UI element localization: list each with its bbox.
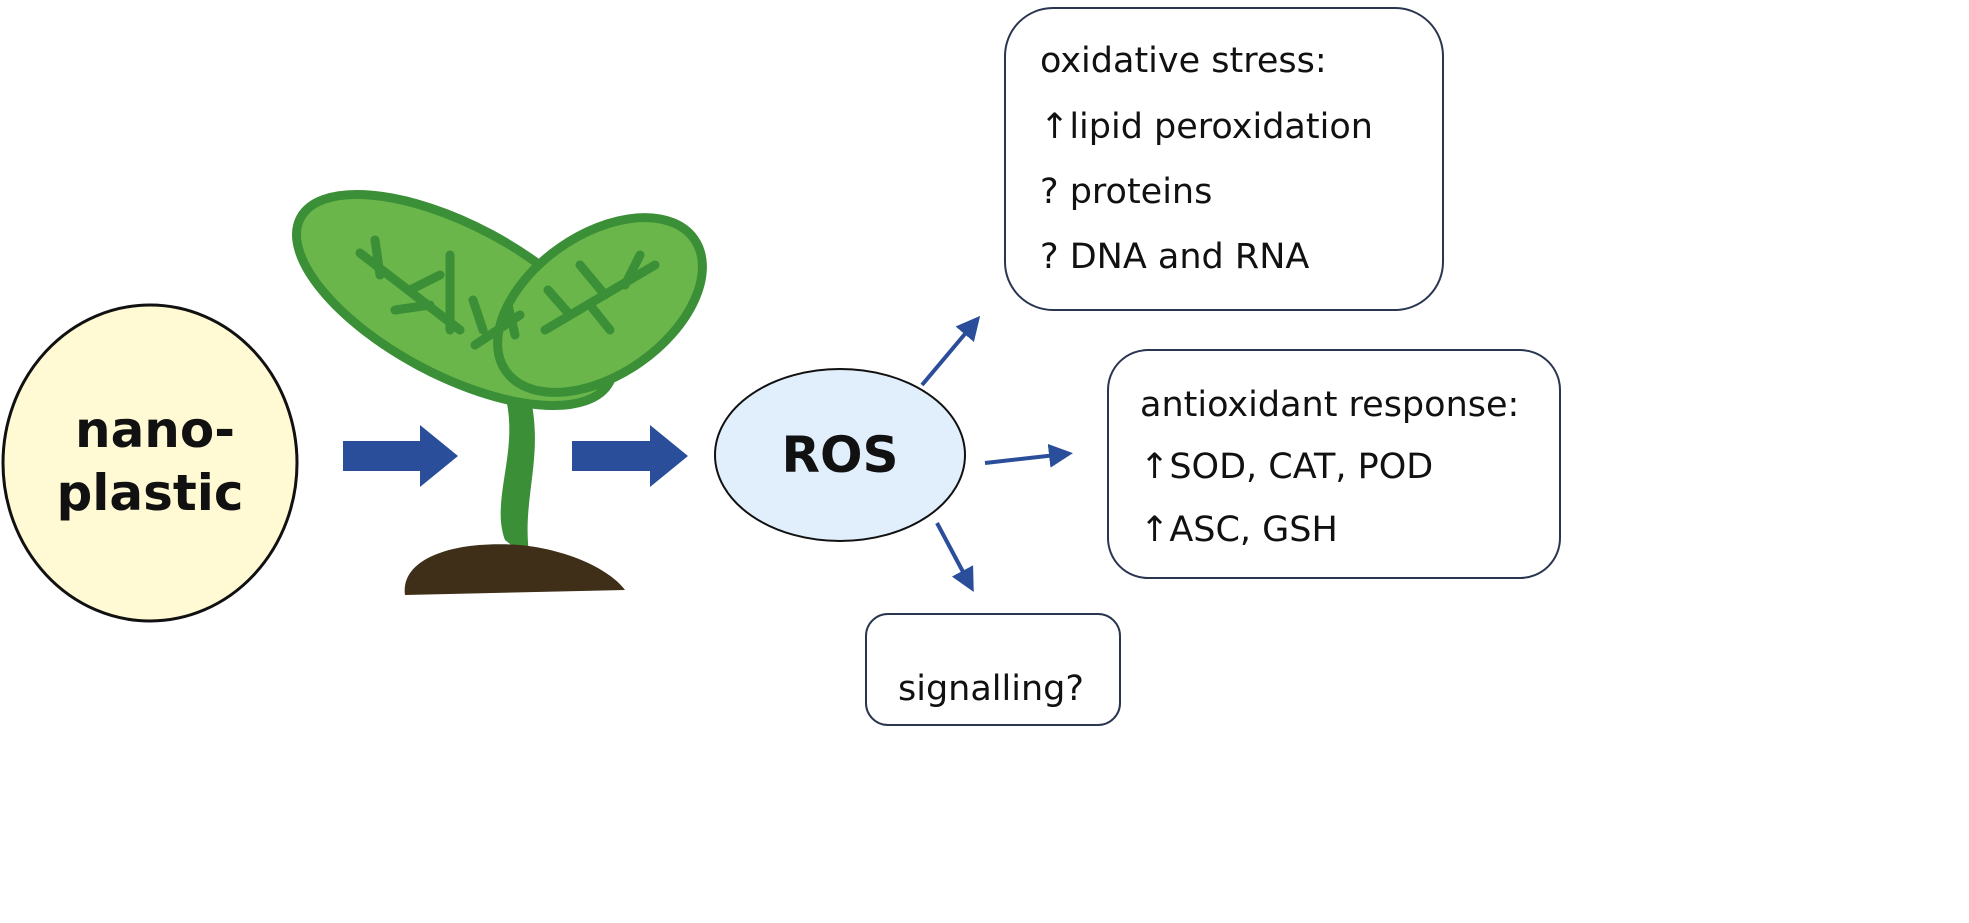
block-arrow-2	[572, 425, 688, 487]
signalling-line: signalling?	[898, 669, 1084, 709]
arrow-to-signalling	[935, 522, 974, 593]
ros-label: ROS	[781, 426, 898, 484]
signalling-box: signalling?	[865, 613, 1121, 726]
plant-seedling-icon	[292, 189, 707, 595]
nanoplastic-node: nano- plastic	[1, 303, 299, 623]
block-arrow-1	[343, 425, 458, 487]
ros-node: ROS	[714, 368, 966, 542]
oxidative-stress-box: oxidative stress: ↑lipid peroxidation ? …	[1004, 7, 1444, 311]
oxidative-line: ? DNA and RNA	[1040, 237, 1309, 277]
antioxidant-line: ↑SOD, CAT, POD	[1140, 447, 1433, 487]
arrow-to-antioxidant	[984, 443, 1073, 468]
nanoplastic-label-1: nano-	[75, 401, 235, 459]
antioxidant-response-box: antioxidant response: ↑SOD, CAT, POD ↑AS…	[1107, 349, 1561, 579]
antioxidant-line: ↑ASC, GSH	[1140, 510, 1338, 550]
antioxidant-line: antioxidant response:	[1140, 385, 1519, 425]
oxidative-line: oxidative stress:	[1040, 41, 1327, 81]
oxidative-line: ? proteins	[1040, 172, 1212, 212]
arrow-to-oxidative	[920, 315, 981, 387]
oxidative-line: ↑lipid peroxidation	[1040, 107, 1373, 147]
nanoplastic-label-2: plastic	[56, 464, 243, 522]
